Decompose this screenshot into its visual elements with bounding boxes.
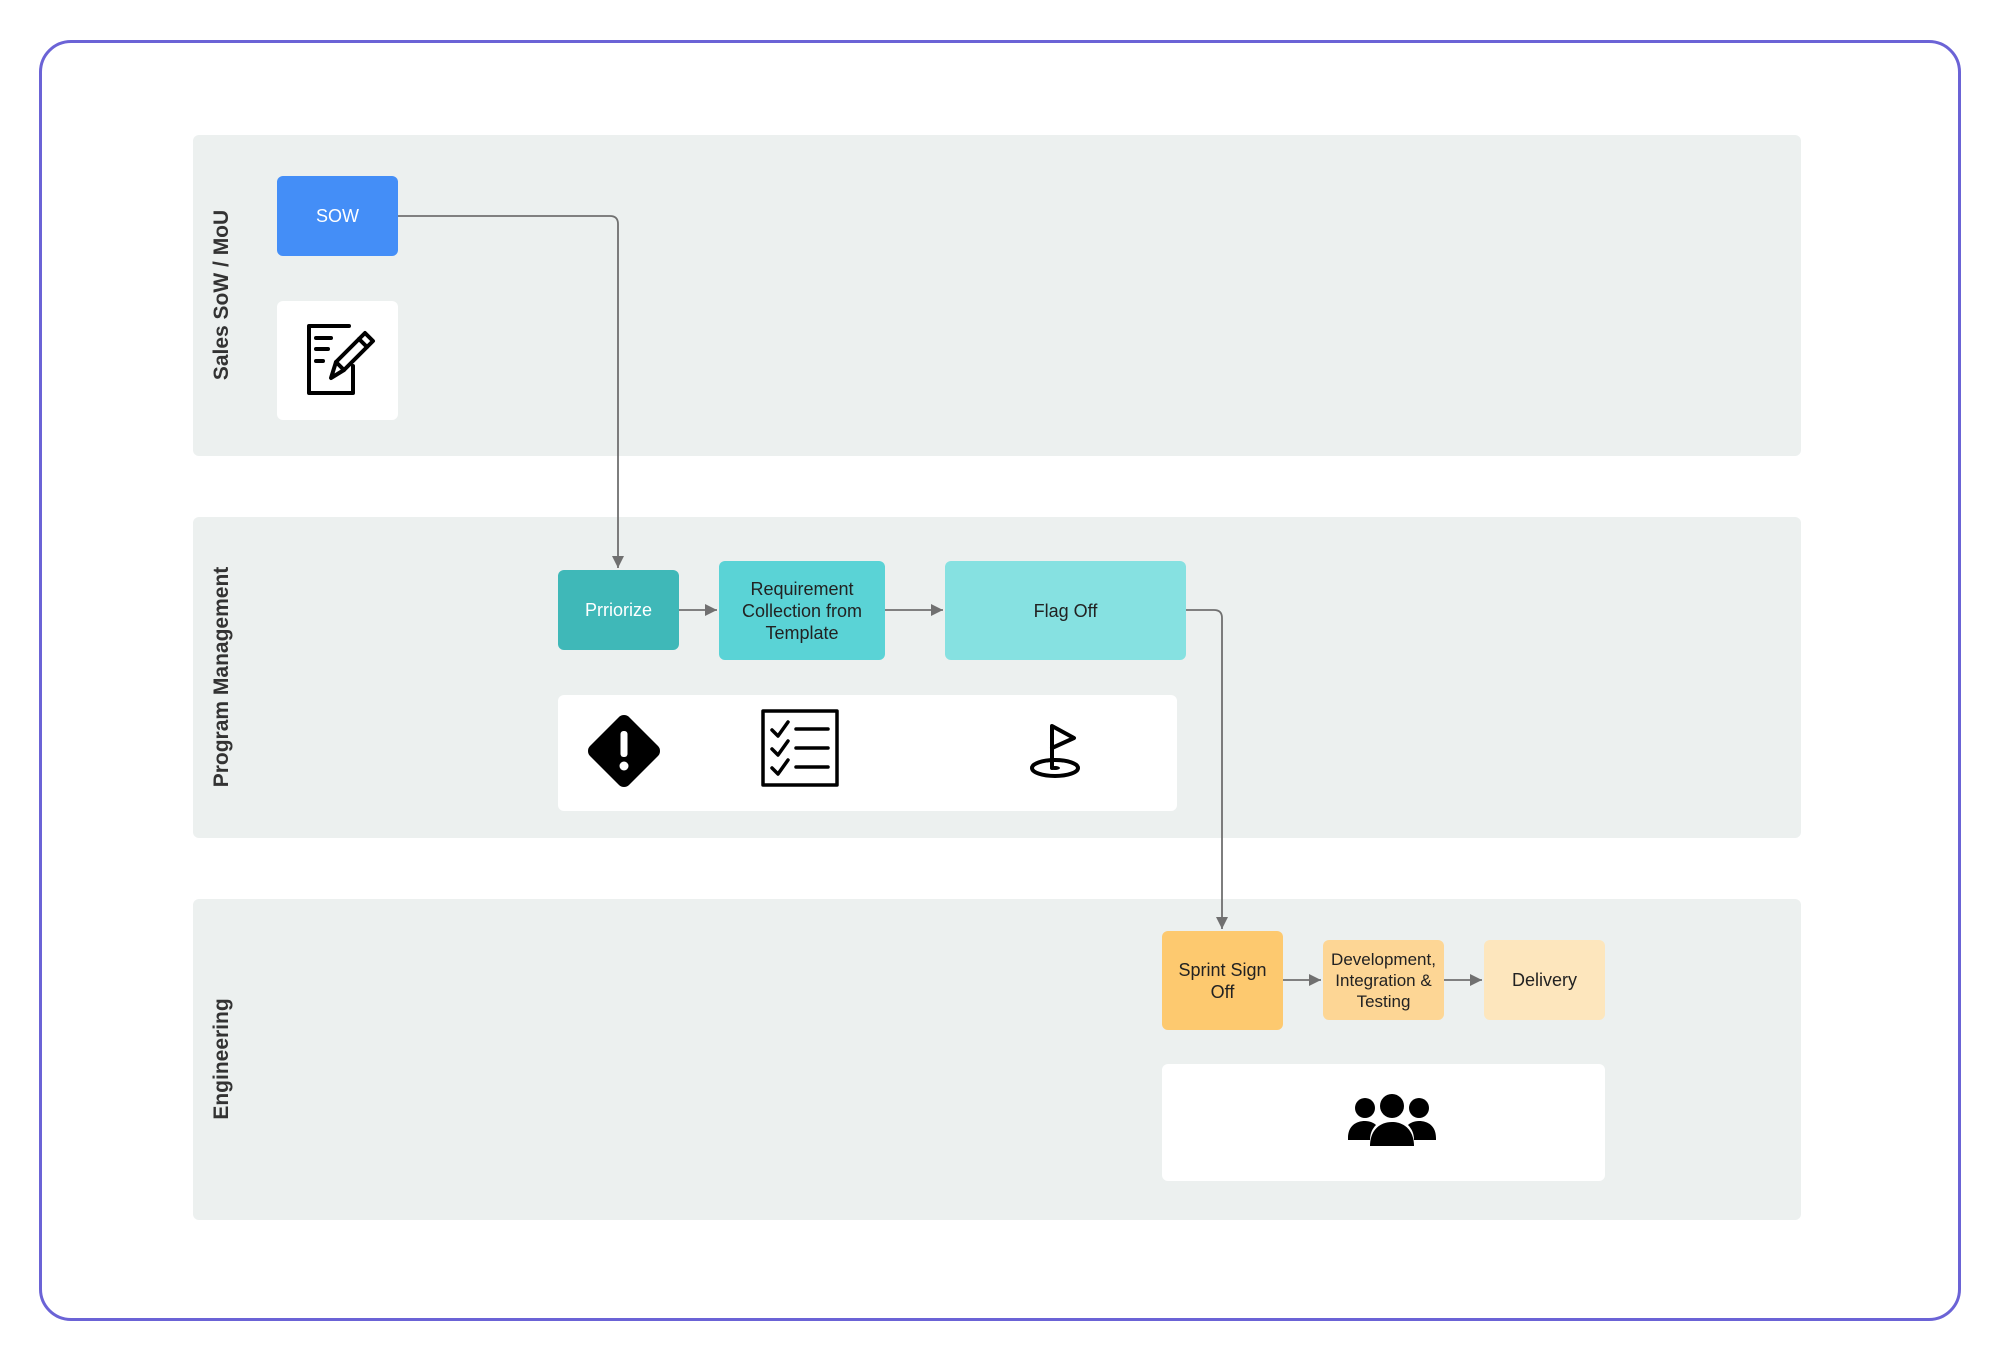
lane-label-sales: Sales SoW / MoU (210, 209, 233, 381)
team-icon (1348, 1094, 1436, 1146)
node-sow[interactable]: SOW (277, 176, 398, 256)
node-development[interactable]: Development, Integration & Testing (1323, 940, 1444, 1020)
warning-diamond-icon (588, 715, 660, 787)
lane-label-engineering: Engineering (210, 998, 233, 1120)
node-delivery[interactable]: Delivery (1484, 940, 1605, 1020)
program-icon-panel (558, 695, 1177, 811)
node-requirement-collection-label: Requirement Collection from Template (741, 578, 863, 643)
node-flag-off[interactable]: Flag Off (945, 561, 1186, 660)
node-flag-off-label: Flag Off (1033, 600, 1098, 621)
checklist-icon (761, 709, 839, 787)
node-prioritize-label: Prriorize (584, 600, 652, 620)
golf-flag-icon (1030, 724, 1080, 778)
node-sow-label: SOW (316, 206, 359, 226)
node-development-label: Development, Integration & Testing (1331, 949, 1436, 1011)
node-sprint-sign-off[interactable]: Sprint Sign Off (1162, 931, 1283, 1030)
lane-label-program-management: Program Management (210, 566, 233, 788)
node-prioritize[interactable]: Prriorize (558, 570, 679, 650)
engineering-icon-panel (1162, 1064, 1605, 1181)
node-delivery-label: Delivery (1511, 970, 1577, 990)
diagram-frame (39, 40, 1961, 1321)
document-edit-icon (307, 324, 375, 395)
node-requirement-collection[interactable]: Requirement Collection from Template (719, 561, 885, 660)
node-sprint-sign-off-label: Sprint Sign Off (1178, 959, 1267, 1002)
lane-sales (193, 135, 1801, 456)
